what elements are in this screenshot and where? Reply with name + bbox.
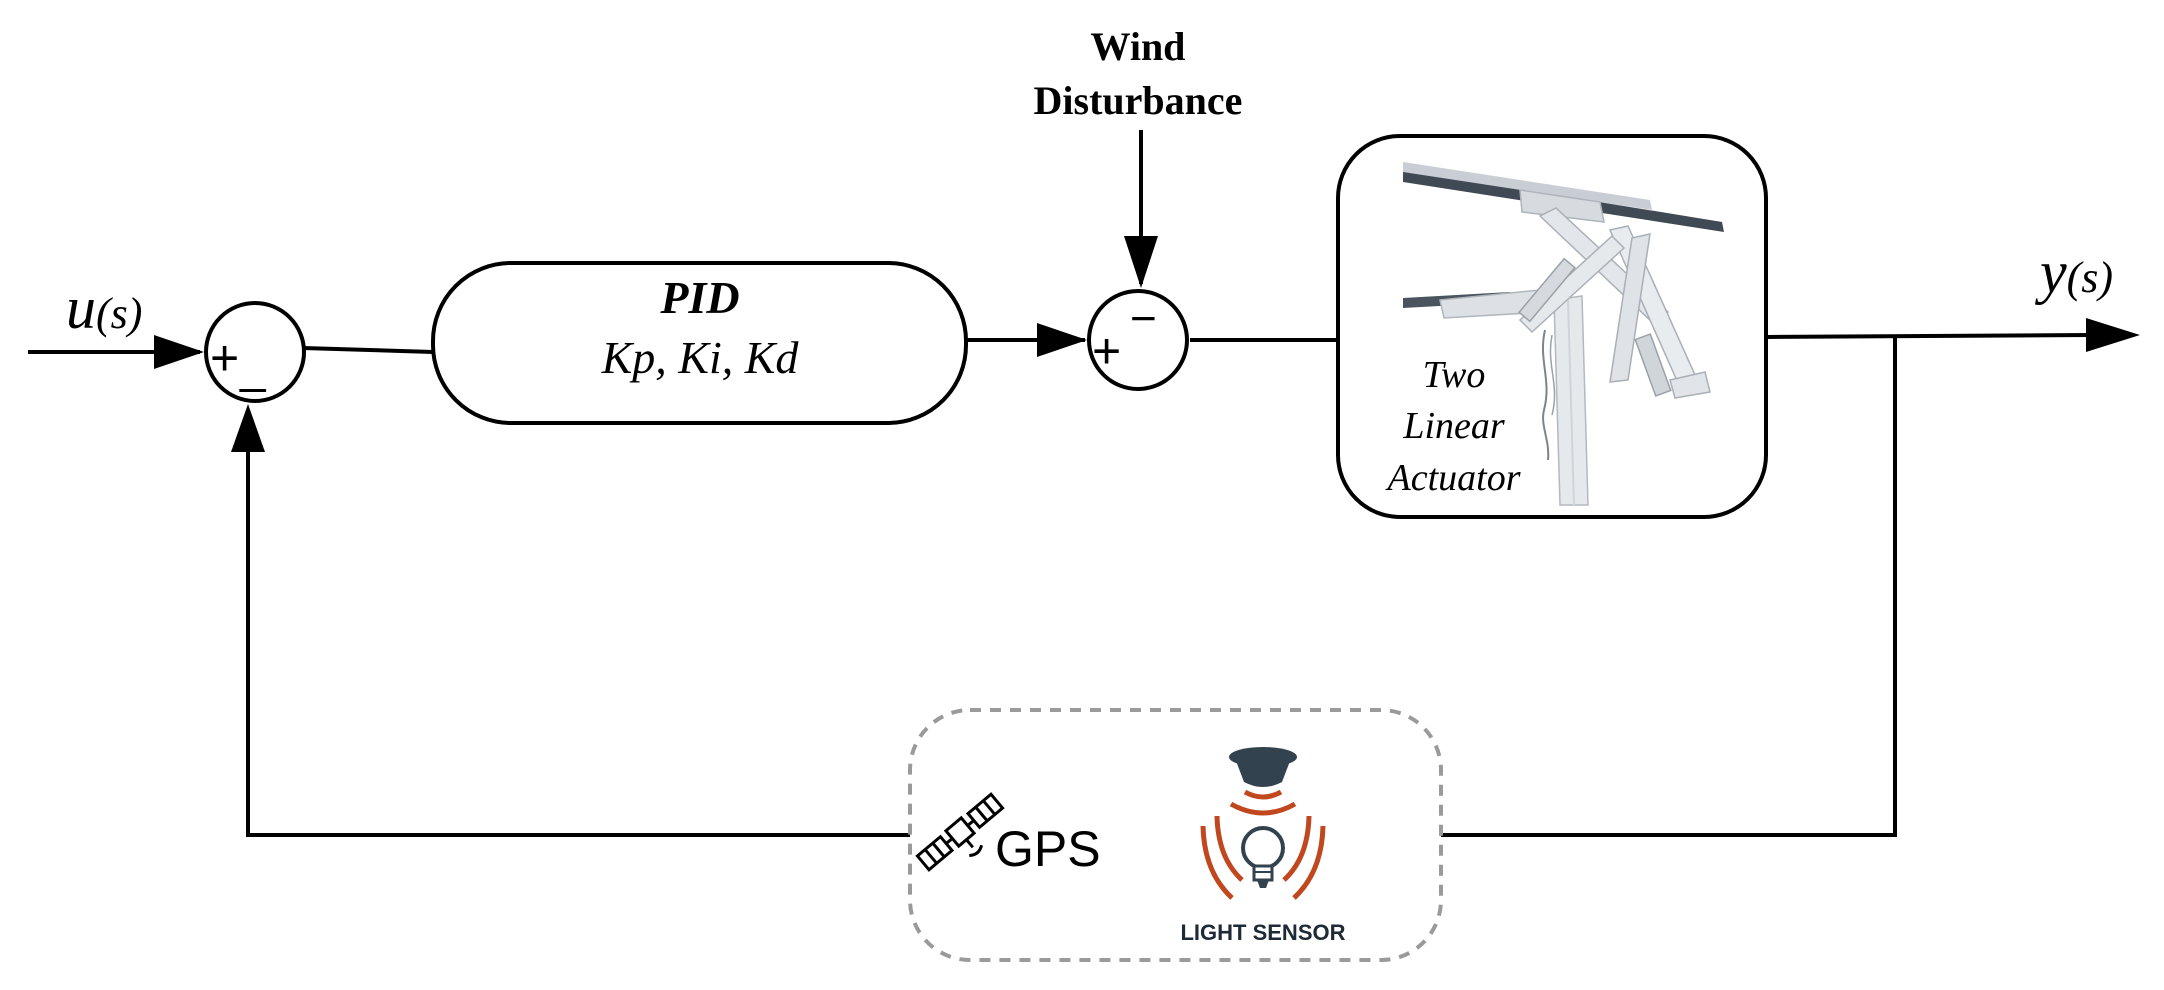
actuator-label-line3: Actuator <box>1385 457 1521 499</box>
summing-junction-2: + − <box>1087 289 1189 391</box>
sum2-minus-sign: − <box>1130 292 1157 344</box>
feedback-arrowhead <box>231 404 265 452</box>
actuator-block: Two Linear Actuator <box>1336 134 1768 519</box>
gps-label: GPS <box>995 821 1101 877</box>
summing-junction-1: + _ <box>204 301 306 403</box>
sum2-plus-sign: + <box>1092 323 1121 379</box>
solar-tracker-image <box>1403 162 1724 506</box>
actuator-label-line2: Linear <box>1402 405 1505 447</box>
light-sensor-icon <box>1200 747 1326 900</box>
input-arrowhead <box>154 335 204 369</box>
feedback-line-right <box>1441 337 1897 837</box>
output-arrowhead <box>2086 318 2140 352</box>
satellite-icon <box>915 792 1005 872</box>
sum1-minus-sign: _ <box>239 341 267 393</box>
pid-block: PID Kp, Ki, Kd <box>431 261 968 425</box>
sensor-group: GPS LIGHT SENSOR <box>908 708 1443 962</box>
pid-to-sum2-arrowhead <box>1037 323 1087 357</box>
sum1-to-pid-line <box>302 346 434 354</box>
disturbance-label-line1: Wind <box>1091 24 1186 69</box>
actuator-label-line1: Two <box>1423 354 1486 396</box>
output-signal-label: y(s) <box>2034 239 2113 305</box>
disturbance-label-line2: Disturbance <box>1034 78 1243 123</box>
pid-gains: Kp, Ki, Kd <box>601 332 800 383</box>
pid-title: PID <box>659 272 739 323</box>
light-sensor-label: LIGHT SENSOR <box>1180 920 1345 945</box>
output-line <box>1766 333 2093 339</box>
input-signal-label: u(s) <box>66 275 142 341</box>
disturbance-arrowhead <box>1124 236 1158 288</box>
sum1-plus-sign: + <box>210 330 239 386</box>
feedback-line-left <box>246 450 910 837</box>
